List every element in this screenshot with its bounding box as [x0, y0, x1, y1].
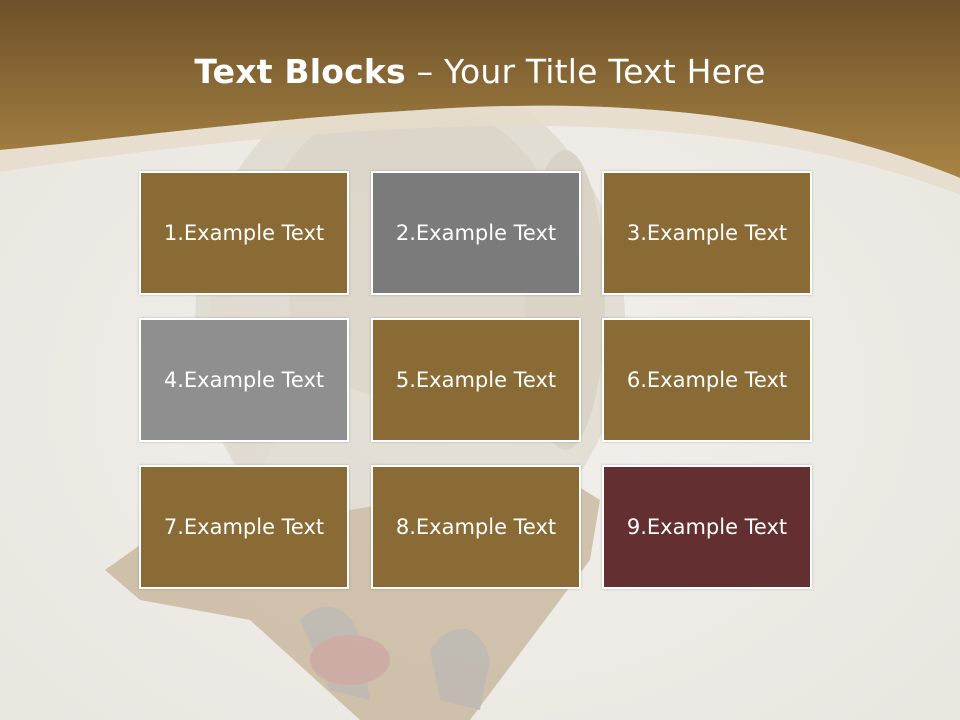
text-block-4[interactable]: 4.Example Text [139, 318, 349, 442]
text-block-5[interactable]: 5.Example Text [371, 318, 581, 442]
title-bold: Text Blocks [194, 52, 406, 91]
text-block-1[interactable]: 1.Example Text [139, 171, 349, 295]
header-band [0, 0, 960, 178]
text-block-9[interactable]: 9.Example Text [602, 465, 812, 589]
text-block-6[interactable]: 6.Example Text [602, 318, 812, 442]
title-text: Your Title Text Here [443, 52, 766, 91]
text-block-label: 4.Example Text [163, 368, 325, 392]
text-block-7[interactable]: 7.Example Text [139, 465, 349, 589]
title-dash: – [405, 52, 444, 91]
text-block-8[interactable]: 8.Example Text [371, 465, 581, 589]
header-swoosh [0, 105, 960, 195]
text-block-label: 3.Example Text [626, 221, 788, 245]
slide-title: Text Blocks – Your Title Text Here [0, 52, 960, 91]
text-block-3[interactable]: 3.Example Text [602, 171, 812, 295]
text-block-label: 1.Example Text [163, 221, 325, 245]
text-block-label: 6.Example Text [626, 368, 788, 392]
text-block-label: 8.Example Text [395, 515, 557, 539]
text-block-label: 7.Example Text [163, 515, 325, 539]
text-block-label: 9.Example Text [626, 515, 788, 539]
text-block-label: 2.Example Text [395, 221, 557, 245]
text-block-2[interactable]: 2.Example Text [371, 171, 581, 295]
text-block-label: 5.Example Text [395, 368, 557, 392]
